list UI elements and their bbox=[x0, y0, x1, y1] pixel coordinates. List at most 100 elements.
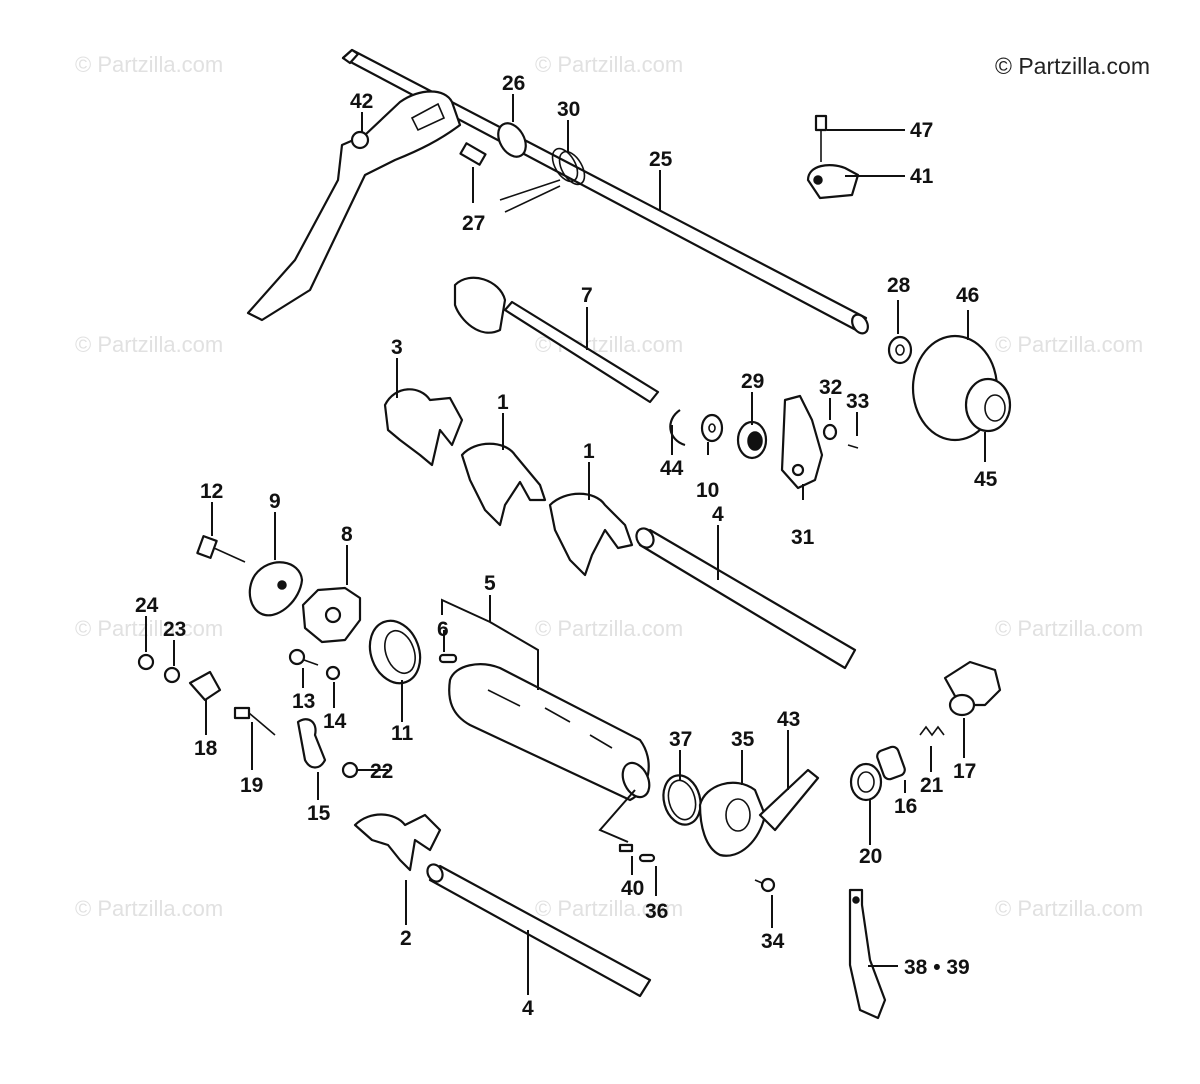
watermark: © Partzilla.com bbox=[535, 616, 683, 641]
spring-18 bbox=[188, 670, 222, 702]
holder-35 bbox=[698, 781, 767, 857]
callout-15: 15 bbox=[307, 802, 331, 825]
callout-16: 16 bbox=[894, 795, 917, 818]
pin-40 bbox=[618, 843, 634, 853]
nut-24 bbox=[137, 653, 155, 671]
watermarks: © Partzilla.com © Partzilla.com © Partzi… bbox=[75, 52, 1143, 921]
leader-lines bbox=[145, 94, 986, 995]
callout-43: 43 bbox=[777, 708, 800, 731]
stud-19 bbox=[233, 706, 276, 736]
callout-35: 35 bbox=[731, 728, 755, 751]
bearing-29 bbox=[736, 420, 768, 460]
callout-30: 30 bbox=[557, 98, 580, 121]
shift-fork-3 bbox=[383, 388, 464, 467]
callout-4: 4 bbox=[712, 503, 724, 526]
washer-14 bbox=[325, 665, 341, 681]
watermark: © Partzilla.com bbox=[75, 52, 223, 77]
nut-22 bbox=[341, 761, 359, 779]
washer-10 bbox=[700, 413, 724, 443]
shift-fork-1 bbox=[460, 442, 547, 527]
callout-21: 21 bbox=[920, 774, 944, 797]
pin-27 bbox=[459, 142, 487, 166]
watermark: © Partzilla.com bbox=[535, 52, 683, 77]
bolt-12 bbox=[196, 535, 246, 563]
callout-2: 2 bbox=[400, 927, 412, 950]
callout-18: 18 bbox=[194, 737, 218, 760]
callout-22: 22 bbox=[370, 760, 393, 783]
callout-41: 41 bbox=[910, 165, 934, 188]
o-ring-37 bbox=[662, 774, 702, 826]
callouts: 42 26 30 25 27 47 41 7 3 1 1 4 44 10 29 … bbox=[135, 72, 998, 1020]
wire-43 bbox=[758, 768, 820, 832]
shift-lever-arm-42 bbox=[246, 90, 462, 322]
callout-29: 29 bbox=[741, 370, 764, 393]
bracket-38-39 bbox=[848, 888, 887, 1020]
pin-36 bbox=[638, 853, 656, 863]
callout-8: 8 bbox=[341, 523, 353, 546]
callout-20: 20 bbox=[859, 845, 882, 868]
pin-6 bbox=[438, 653, 458, 664]
callout-14: 14 bbox=[323, 710, 347, 733]
plunger-16 bbox=[876, 745, 906, 781]
callout-25: 25 bbox=[649, 148, 673, 171]
callout-46: 46 bbox=[956, 284, 979, 307]
copyright-text: © Partzilla.com bbox=[995, 53, 1150, 79]
callout-32: 32 bbox=[819, 376, 842, 399]
callout-1: 1 bbox=[583, 440, 595, 463]
screw-34 bbox=[754, 877, 776, 893]
washer-28 bbox=[887, 335, 913, 365]
callout-36: 36 bbox=[645, 900, 668, 923]
callout-42: 42 bbox=[350, 90, 373, 113]
callout-11: 11 bbox=[391, 722, 414, 745]
plate-9 bbox=[248, 561, 304, 617]
fork-rod-4 bbox=[428, 864, 652, 998]
callout-7: 7 bbox=[581, 284, 593, 307]
callout-13: 13 bbox=[292, 690, 315, 713]
stopper-41 bbox=[806, 164, 860, 200]
callout-44: 44 bbox=[660, 457, 684, 480]
shaft-7 bbox=[453, 276, 660, 404]
spring-30 bbox=[499, 147, 586, 213]
callout-24: 24 bbox=[135, 594, 159, 617]
callout-27: 27 bbox=[462, 212, 485, 235]
pin-33 bbox=[847, 444, 859, 449]
watermark: © Partzilla.com bbox=[75, 896, 223, 921]
callout-17: 17 bbox=[953, 760, 976, 783]
housing-46 bbox=[911, 334, 1012, 442]
callout-10: 10 bbox=[696, 479, 719, 502]
shift-fork-2 bbox=[353, 813, 442, 872]
circlip-44 bbox=[669, 409, 686, 447]
callout-23: 23 bbox=[163, 618, 186, 641]
callout-34: 34 bbox=[761, 930, 785, 953]
callout-6: 6 bbox=[437, 618, 449, 641]
shift-shaft-25 bbox=[341, 48, 869, 335]
watermark: © Partzilla.com bbox=[995, 896, 1143, 921]
washer-23 bbox=[163, 666, 181, 684]
callout-40: 40 bbox=[621, 877, 644, 900]
nut-32 bbox=[822, 423, 838, 441]
callout-1: 1 bbox=[497, 391, 509, 414]
callout-4: 4 bbox=[522, 997, 534, 1020]
watermark: © Partzilla.com bbox=[75, 616, 223, 641]
seal-20 bbox=[849, 762, 883, 802]
watermark: © Partzilla.com bbox=[75, 332, 223, 357]
shift-drum-5 bbox=[448, 663, 651, 802]
callout-9: 9 bbox=[269, 490, 281, 513]
spring-21 bbox=[919, 725, 945, 737]
callout-38-39: 38 • 39 bbox=[904, 956, 970, 979]
fork-rod-4 bbox=[638, 528, 857, 670]
callout-12: 12 bbox=[200, 480, 223, 503]
bolt-47 bbox=[814, 114, 828, 162]
callout-28: 28 bbox=[887, 274, 911, 297]
shift-fork-1 bbox=[548, 492, 634, 577]
watermark: © Partzilla.com bbox=[995, 616, 1143, 641]
watermark: © Partzilla.com bbox=[995, 332, 1143, 357]
callout-3: 3 bbox=[391, 336, 403, 359]
collar-26 bbox=[497, 122, 527, 158]
callout-26: 26 bbox=[502, 72, 525, 95]
callout-45: 45 bbox=[974, 468, 998, 491]
callout-37: 37 bbox=[669, 728, 692, 751]
callout-47: 47 bbox=[910, 119, 933, 142]
arm-15 bbox=[296, 718, 327, 769]
